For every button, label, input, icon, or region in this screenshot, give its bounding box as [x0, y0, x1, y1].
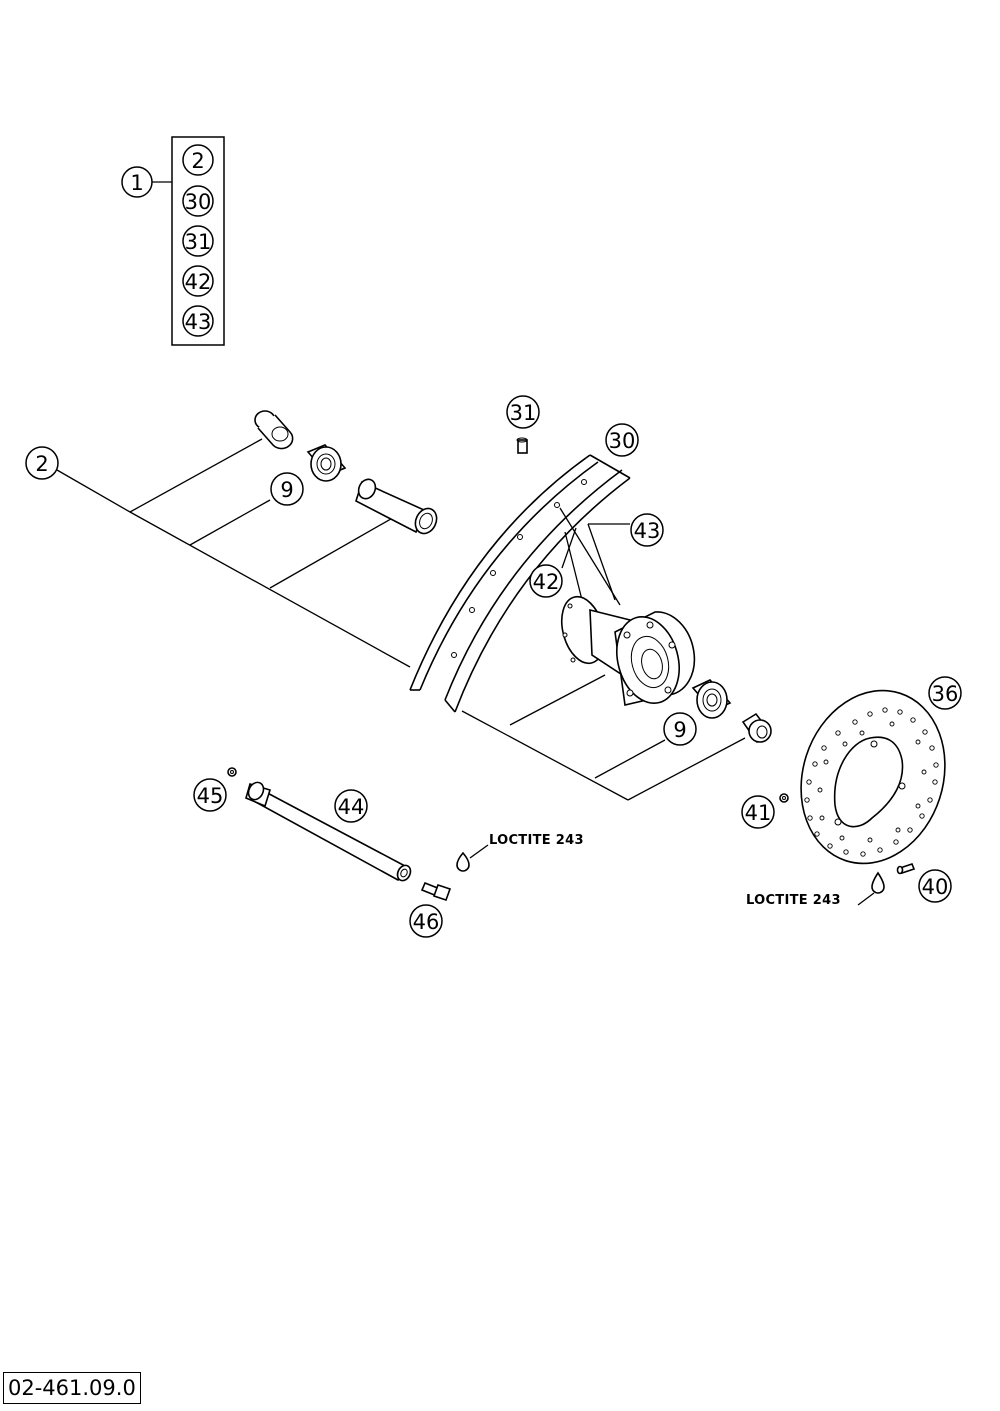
kit-item-30[interactable]: 30: [182, 185, 214, 217]
rim[interactable]: [409, 454, 631, 713]
kit-item-43[interactable]: 43: [182, 305, 214, 337]
callout-axle[interactable]: 44: [334, 789, 368, 823]
callout-spokes-inner[interactable]: 42: [529, 564, 563, 598]
kit-group: 1 2 30 31 42 43: [121, 136, 225, 346]
assembly-axis: [56, 438, 746, 801]
svg-text:40: 40: [922, 875, 949, 899]
svg-text:9: 9: [280, 478, 293, 502]
axle[interactable]: [245, 780, 413, 883]
distance-tube[interactable]: [355, 477, 441, 537]
loctite-axle-leader: [469, 844, 489, 859]
svg-text:43: 43: [185, 310, 212, 334]
valve[interactable]: [516, 437, 528, 454]
diagram-reference-code: 02-461.09.0: [3, 1372, 141, 1404]
svg-text:42: 42: [185, 270, 212, 294]
nut[interactable]: [779, 793, 789, 803]
svg-text:2: 2: [191, 149, 204, 173]
svg-text:43: 43: [634, 519, 661, 543]
loctite-drop-disc: [871, 871, 885, 894]
svg-text:41: 41: [745, 801, 772, 825]
callout-spacer-left[interactable]: 2: [25, 446, 59, 480]
svg-text:36: 36: [932, 682, 959, 706]
callout-bearing-right[interactable]: 9: [663, 712, 697, 746]
loctite-axle-note: LOCTITE 243: [489, 833, 584, 848]
axle-bolt[interactable]: [420, 881, 452, 902]
disc-vent-holes: [804, 707, 939, 857]
svg-text:31: 31: [510, 401, 537, 425]
callout-disc-screw[interactable]: 40: [918, 869, 952, 903]
brake-disc[interactable]: [779, 672, 967, 883]
spacer-left[interactable]: [254, 410, 294, 450]
callout-kit[interactable]: 1: [121, 166, 153, 198]
kit-item-42[interactable]: 42: [182, 265, 214, 297]
bearing-left[interactable]: [306, 444, 347, 482]
svg-text:44: 44: [338, 795, 365, 819]
svg-text:30: 30: [185, 190, 212, 214]
svg-text:31: 31: [185, 230, 212, 254]
callout-washer[interactable]: 45: [193, 778, 227, 812]
disc-screw[interactable]: [896, 863, 916, 875]
callout-axle-bolt[interactable]: 46: [409, 904, 443, 938]
callout-brake-disc[interactable]: 36: [928, 676, 962, 710]
spoke-leaders: [559, 507, 630, 606]
kit-item-2[interactable]: 2: [182, 144, 214, 176]
callout-valve[interactable]: 31: [506, 395, 540, 429]
callout-nut[interactable]: 41: [741, 795, 775, 829]
callout-rim[interactable]: 30: [605, 423, 639, 457]
washer[interactable]: [227, 767, 237, 777]
svg-text:45: 45: [197, 784, 224, 808]
callout-bearing-left[interactable]: 9: [270, 472, 304, 506]
loctite-disc-note: LOCTITE 243: [746, 893, 841, 908]
rim-spoke-holes: [451, 479, 587, 658]
svg-text:2: 2: [35, 452, 48, 476]
svg-text:46: 46: [413, 910, 440, 934]
svg-text:30: 30: [609, 429, 636, 453]
kit-item-31[interactable]: 31: [182, 225, 214, 257]
svg-text:1: 1: [130, 171, 143, 195]
svg-text:9: 9: [673, 718, 686, 742]
bearing-right[interactable]: [691, 679, 732, 719]
loctite-disc-leader: [857, 892, 875, 906]
hub[interactable]: [555, 592, 696, 710]
spacer-right[interactable]: [741, 712, 772, 744]
svg-text:42: 42: [533, 570, 560, 594]
loctite-drop-axle: [456, 851, 470, 872]
callout-spokes-outer[interactable]: 43: [630, 513, 664, 547]
